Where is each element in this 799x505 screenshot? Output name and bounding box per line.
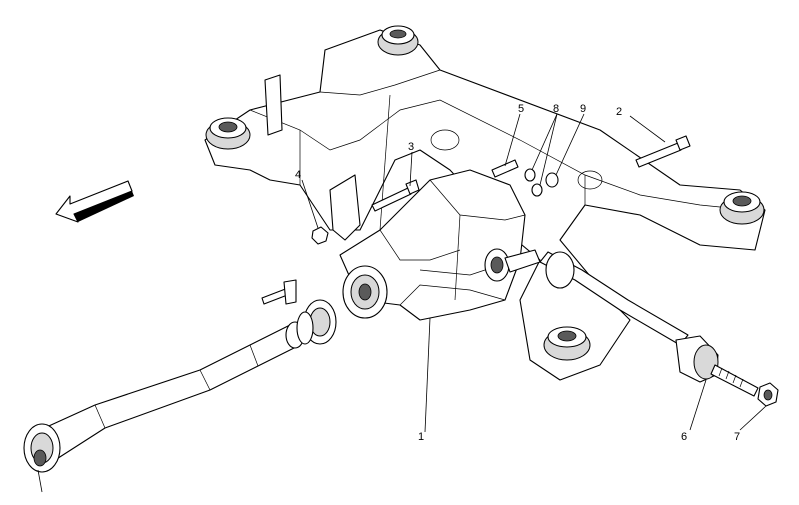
bolt-item-3 <box>371 179 420 212</box>
rear-driveshaft-right <box>539 251 759 397</box>
subframe-mount-front-left <box>205 117 251 150</box>
callout-4: 4 <box>295 169 301 181</box>
callout-3: 3 <box>408 141 414 153</box>
callout-5: 5 <box>518 103 524 115</box>
propeller-shaft <box>23 279 337 473</box>
callout-9: 9 <box>580 103 586 115</box>
fittings-items-5-8-9 <box>491 159 559 197</box>
subframe-mount-rear-right <box>719 191 765 225</box>
callout-6: 6 <box>681 431 687 443</box>
callout-labels: 1 2 3 4 5 6 7 8 9 <box>295 103 740 443</box>
callout-7: 7 <box>734 431 740 443</box>
subframe-mount-front-right <box>377 25 419 56</box>
callout-8: 8 <box>553 103 559 115</box>
rear-differential <box>339 169 541 321</box>
direction-arrow <box>55 180 134 223</box>
callout-2: 2 <box>616 106 622 118</box>
subframe-mount-rear-left <box>543 326 591 361</box>
callout-1: 1 <box>418 431 424 443</box>
hub-nut <box>757 382 779 407</box>
bolt-item-2 <box>635 135 691 168</box>
nut-item-4 <box>311 226 329 245</box>
leader-lines <box>37 113 767 493</box>
